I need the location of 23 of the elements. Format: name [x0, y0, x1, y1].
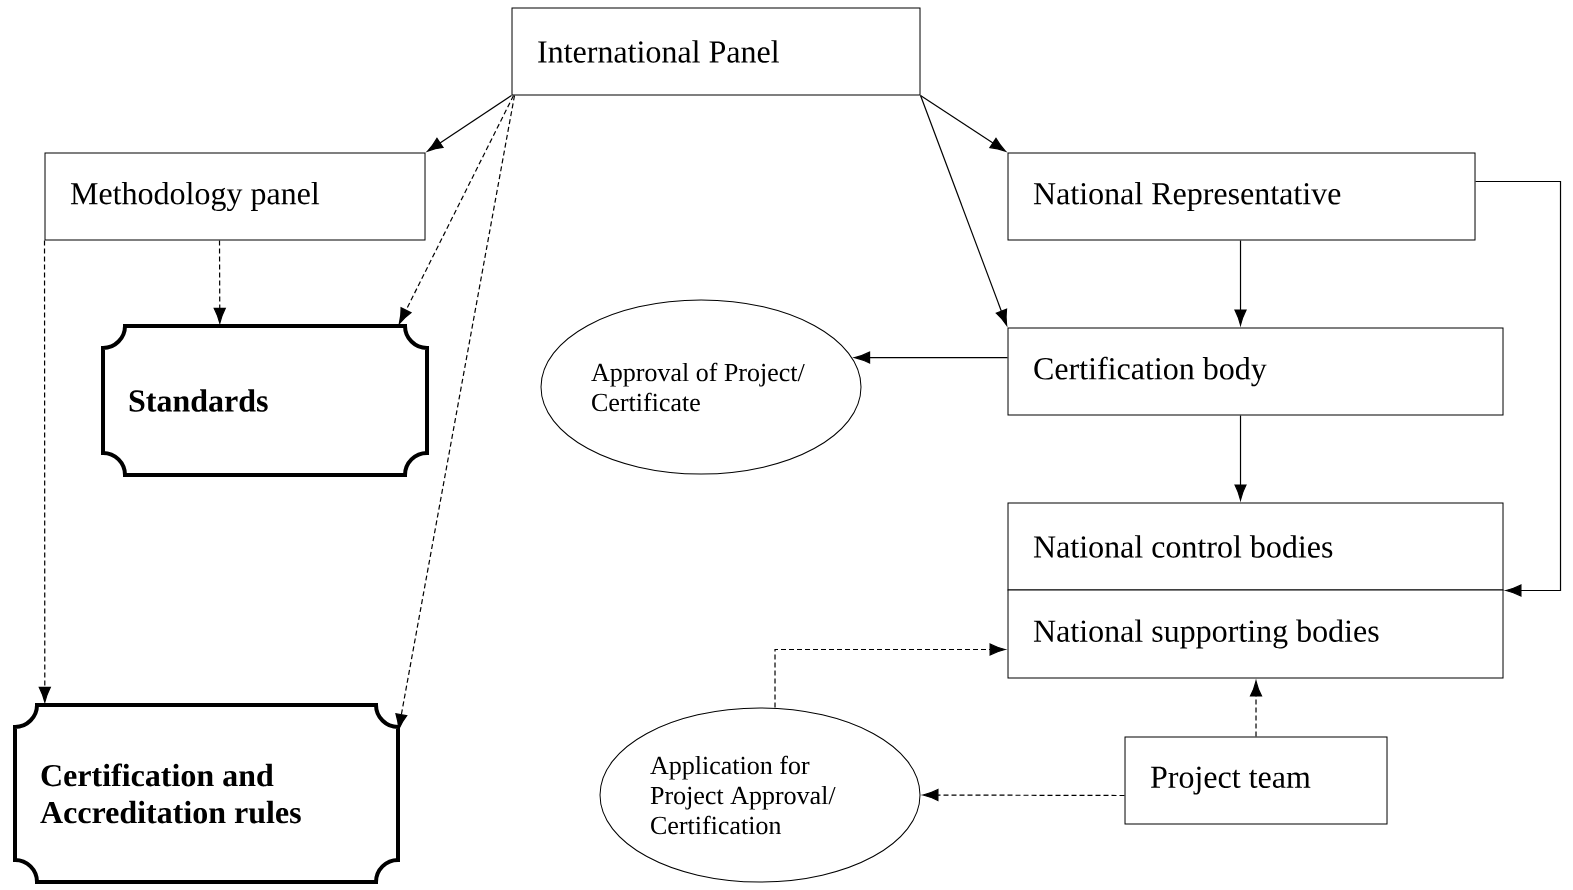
arrow	[854, 351, 1009, 364]
process-box: Certification body	[1007, 327, 1504, 416]
document-box: Standards	[101, 324, 429, 477]
arrow	[213, 239, 226, 324]
process-box: National Representative	[1007, 152, 1476, 241]
process-box: Project team	[1124, 736, 1388, 825]
arrow	[1249, 680, 1263, 738]
arrow	[1234, 239, 1247, 326]
arrow	[919, 94, 1006, 152]
arrow	[922, 788, 1126, 802]
process-box: National supporting bodies	[1007, 589, 1504, 679]
panel-box: International Panel	[511, 7, 921, 96]
arrow	[427, 94, 513, 152]
arrow	[1234, 414, 1247, 501]
panel-box: Methodology panel	[44, 152, 426, 241]
document-box: Certification and Accreditation rules	[13, 703, 400, 884]
arrow	[398, 94, 515, 325]
arrow	[1474, 180, 1562, 597]
arrow	[395, 94, 516, 730]
arrow	[774, 643, 1006, 709]
arrow	[919, 94, 1008, 326]
arrow	[38, 239, 51, 703]
process-box: National control bodies	[1007, 502, 1504, 591]
